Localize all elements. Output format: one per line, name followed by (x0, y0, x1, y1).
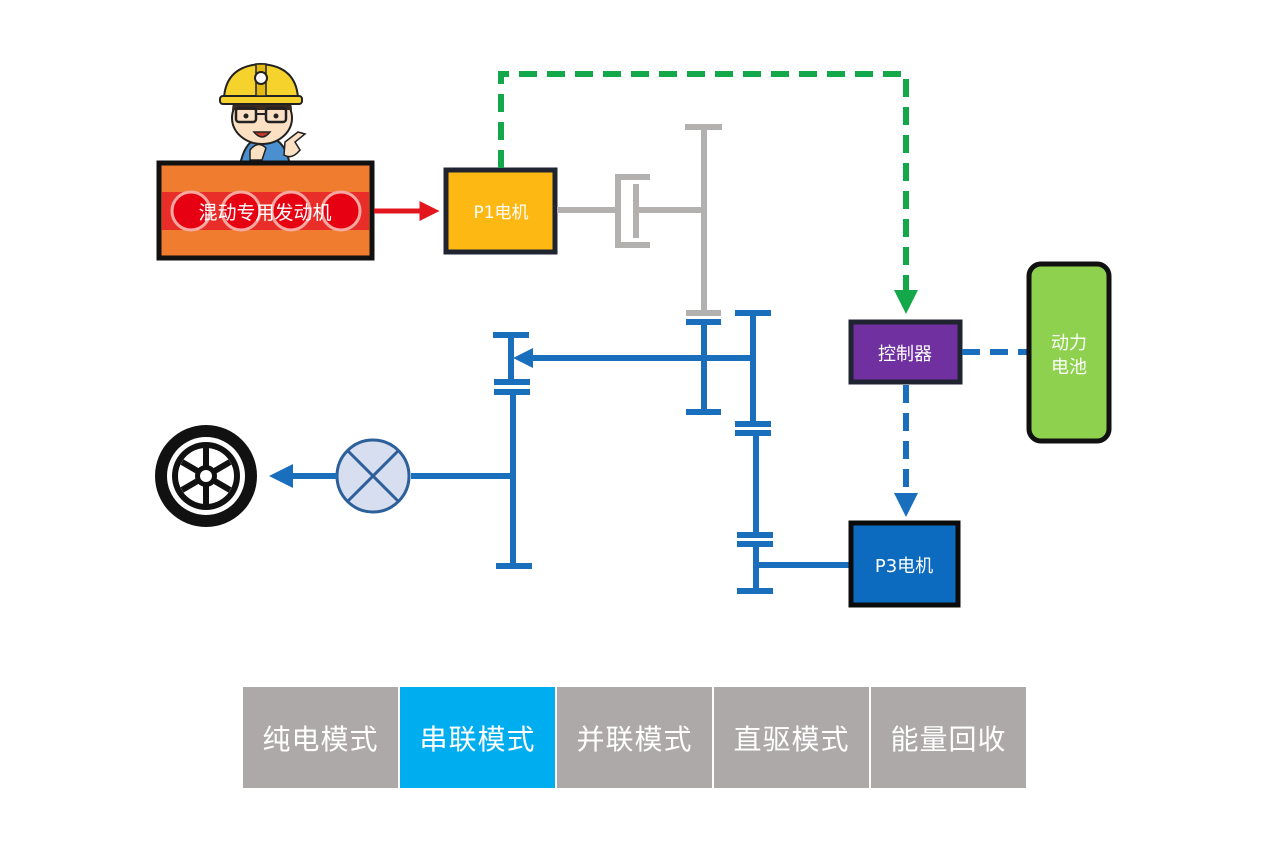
battery-label-line1: 动力 (1051, 333, 1087, 354)
cylinder-icons (170, 190, 362, 232)
battery-block[interactable]: 动力 电池 (1026, 261, 1112, 444)
tab-direct-drive-mode[interactable]: 直驱模式 (714, 687, 869, 788)
gear-input-arrowhead (513, 348, 533, 368)
engine-block[interactable]: 混动专用发动机 (156, 160, 375, 261)
p1-motor-label: P1电机 (473, 203, 528, 223)
mode-tab-bar: 纯电模式 串联模式 并联模式 直驱模式 能量回收 (243, 687, 1026, 788)
tab-series-mode[interactable]: 串联模式 (400, 687, 555, 788)
p3-motor-label: P3电机 (875, 556, 933, 577)
battery-label-line2: 电池 (1051, 357, 1087, 378)
engineer-mascot-icon (219, 62, 307, 166)
p1-motor-block[interactable]: P1电机 (443, 167, 558, 255)
tab-pure-electric-mode[interactable]: 纯电模式 (243, 687, 398, 788)
gearset-active (411, 310, 850, 594)
controller-label: 控制器 (878, 344, 932, 365)
tab-energy-recovery[interactable]: 能量回收 (871, 687, 1026, 788)
differential-icon (335, 438, 411, 514)
tab-parallel-mode[interactable]: 并联模式 (557, 687, 712, 788)
p3-motor-block[interactable]: P3电机 (848, 520, 961, 608)
wheel-icon (155, 425, 257, 527)
p1-to-controller-signal (498, 71, 918, 314)
controller-block[interactable]: 控制器 (848, 319, 963, 385)
clutch-inactive (557, 124, 722, 316)
engine-label: 混动专用发动机 (198, 202, 331, 224)
